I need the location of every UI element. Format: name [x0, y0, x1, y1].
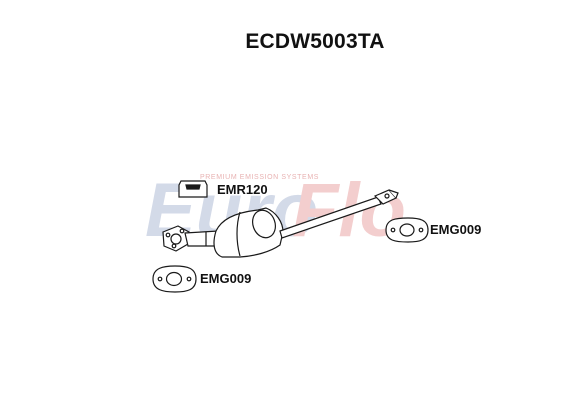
tail-pipe	[279, 189, 399, 239]
gasket-icon	[152, 265, 197, 293]
component-label-emr120: EMR120	[217, 182, 268, 197]
gasket-icon	[385, 217, 429, 243]
rubber-hanger-icon	[178, 180, 208, 198]
part-number-title: ECDW5003TA	[245, 30, 385, 53]
component-label-emg009-right: EMG009	[430, 222, 482, 237]
catalytic-converter-icon	[213, 207, 284, 258]
component-label-emg009-left: EMG009	[200, 271, 252, 286]
watermark-tagline: PREMIUM EMISSION SYSTEMS	[200, 174, 319, 181]
